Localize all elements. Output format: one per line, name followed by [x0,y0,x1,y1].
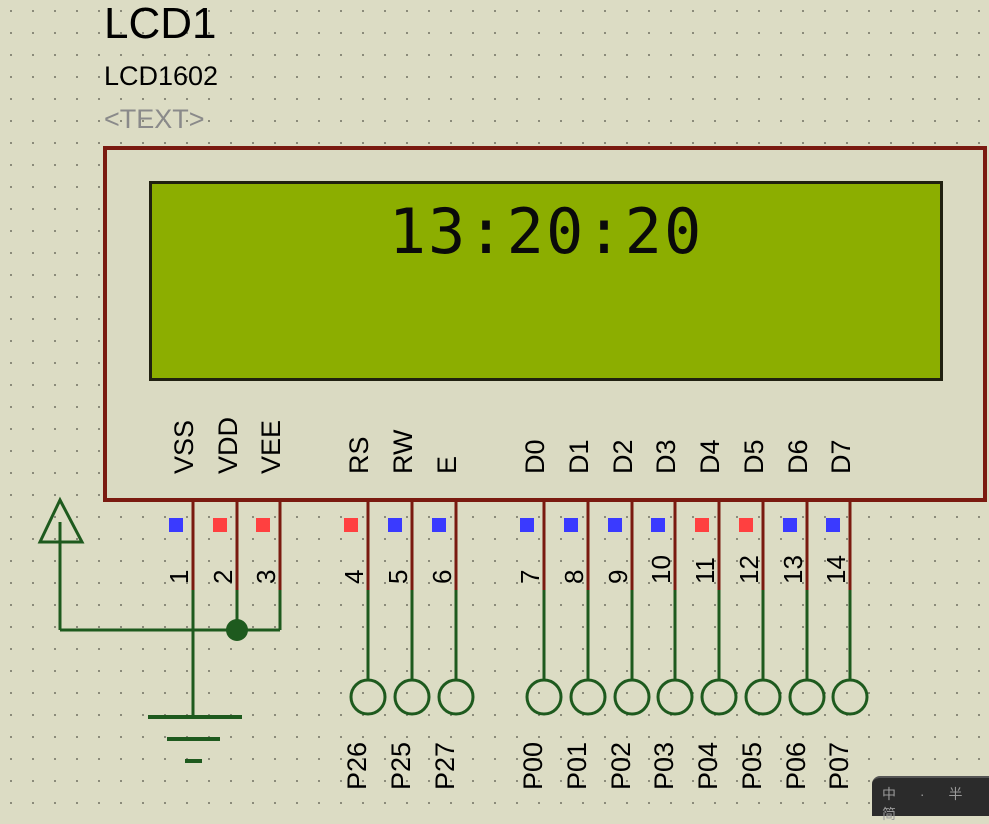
pin-number: 3 [251,569,281,584]
pin-name-rs: RS [344,436,374,474]
component-value[interactable]: LCD1602 [104,61,219,91]
pin-number: 11 [690,557,720,584]
net-label-p27: P27 [430,741,460,790]
net-label-p00: P00 [518,741,548,790]
net-terminal [525,678,563,716]
net-label-p03: P03 [649,741,679,790]
pin-state-marker [169,518,183,532]
pin-state-marker [388,518,402,532]
pin-name-rw: RW [388,429,418,475]
pin-number: 9 [603,569,633,584]
net-terminal [656,678,694,716]
pin-number: 14 [821,555,851,584]
pin-name-e: E [432,455,462,474]
pin-number: 10 [646,555,676,584]
net-label-p01: P01 [562,741,592,790]
net-terminal [744,678,782,716]
pin-name-d4: D4 [695,439,725,474]
net-label-p04: P04 [693,741,723,790]
pin-name-vee: VEE [256,419,286,474]
pin-state-marker [564,518,578,532]
junction-dot [226,619,248,641]
net-terminal [613,678,651,716]
net-terminal [349,678,387,716]
pin-number: 2 [208,569,238,584]
net-terminal [831,678,869,716]
pin-name-d1: D1 [564,439,594,474]
pin-number: 13 [778,555,808,584]
pin-name-d3: D3 [651,439,681,474]
pin-state-marker [651,518,665,532]
pin-state-marker [344,518,358,532]
pin-number: 8 [559,569,589,584]
pin-state-marker [213,518,227,532]
pin-name-vdd: VDD [213,416,243,474]
net-label-p25: P25 [386,741,416,790]
pin-state-marker [783,518,797,532]
pin-number: 4 [339,569,369,584]
power-terminal-arrow [37,496,85,544]
pin-state-marker [826,518,840,532]
pin-number: 12 [734,555,764,584]
pin-number: 5 [383,569,413,584]
net-label-p07: P07 [824,741,854,790]
net-label-p06: P06 [781,741,811,790]
net-label-p26: P26 [342,741,372,790]
lcd-screen [149,181,943,381]
pin-number: 6 [427,569,457,584]
pin-state-marker [739,518,753,532]
ime-taskbar-tray[interactable]: 中 · 半 简 [872,776,989,822]
pin-name-d6: D6 [783,439,813,474]
pin-number: 1 [164,569,194,584]
lcd-line-1: 13:20:20 [388,195,704,268]
net-label-p02: P02 [606,741,636,790]
net-terminal [569,678,607,716]
pin-number: 7 [515,569,545,584]
net-terminal [700,678,738,716]
pin-state-marker [695,518,709,532]
net-terminal [788,678,826,716]
pin-name-d5: D5 [739,439,769,474]
pin-name-d7: D7 [826,439,856,474]
component-reference[interactable]: LCD1 [104,0,217,48]
pin-state-marker [520,518,534,532]
net-terminal [393,678,431,716]
net-terminal [437,678,475,716]
pin-state-marker [608,518,622,532]
pin-state-marker [256,518,270,532]
pin-name-d0: D0 [520,439,550,474]
net-label-p05: P05 [737,741,767,790]
component-text-placeholder[interactable]: <TEXT> [104,104,205,134]
pin-state-marker [432,518,446,532]
pin-name-vss: VSS [169,419,199,474]
pin-name-d2: D2 [608,439,638,474]
